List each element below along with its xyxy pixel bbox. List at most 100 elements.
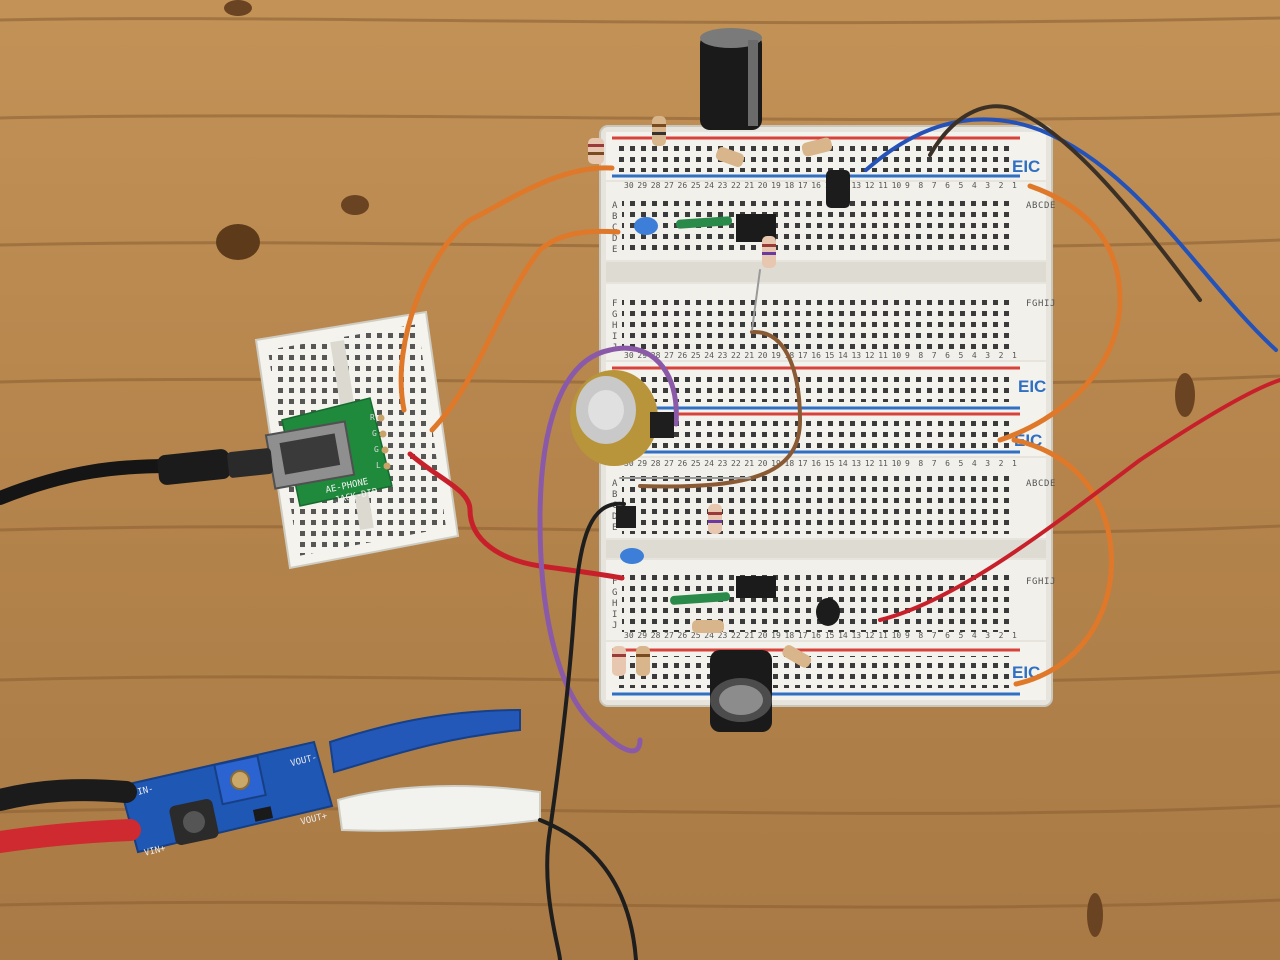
- column-number: 8: [918, 181, 923, 190]
- column-number: 11: [878, 351, 888, 360]
- column-number: 20: [758, 459, 768, 468]
- column-number: 22: [731, 181, 741, 190]
- column-number: 15: [825, 459, 835, 468]
- column-number: 21: [744, 181, 754, 190]
- column-number: 14: [838, 351, 848, 360]
- column-number: 19: [771, 351, 781, 360]
- column-number: 16: [811, 459, 821, 468]
- column-number: 14: [838, 631, 848, 640]
- column-number: 27: [664, 631, 674, 640]
- column-number: 13: [851, 351, 861, 360]
- column-number: 28: [651, 459, 661, 468]
- column-number: 23: [718, 351, 728, 360]
- column-number: 19: [771, 181, 781, 190]
- column-number: 23: [718, 181, 728, 190]
- small-electrolytic-capacitor: [816, 598, 840, 626]
- brown-wire: [638, 329, 803, 489]
- component-lead: [751, 269, 761, 331]
- column-number: 10: [892, 181, 902, 190]
- column-number: 1: [1012, 181, 1017, 190]
- row-letter: G: [612, 588, 617, 598]
- row-letter: D: [1044, 479, 1049, 489]
- row-letter: B: [1032, 201, 1037, 211]
- column-number: 8: [918, 631, 923, 640]
- purple-wire: [537, 345, 679, 754]
- alligator-clips: [0, 708, 541, 853]
- resistor: [708, 504, 722, 534]
- column-number: 19: [771, 459, 781, 468]
- row-letter: H: [612, 599, 617, 609]
- column-number: 15: [825, 631, 835, 640]
- column-number: 18: [785, 181, 795, 190]
- audio-cable: [0, 448, 273, 505]
- red-wire: [878, 378, 1280, 622]
- row-letter: J: [612, 621, 617, 631]
- dark-wire: [928, 104, 1202, 302]
- column-number: 25: [691, 351, 701, 360]
- electrolytic-capacitor: [700, 28, 762, 130]
- resistor: [762, 236, 776, 268]
- power-rail-bottom: [606, 642, 1046, 700]
- resistor: [801, 137, 833, 157]
- column-number: 10: [892, 459, 902, 468]
- column-number: 20: [758, 181, 768, 190]
- row-letter: J: [1050, 577, 1055, 587]
- row-letter: H: [612, 321, 617, 331]
- row-letter: F: [1026, 299, 1031, 309]
- row-letter: B: [612, 490, 617, 500]
- column-number: 7: [932, 631, 937, 640]
- column-number: 28: [651, 351, 661, 360]
- column-number: 30: [624, 351, 634, 360]
- column-number: 8: [918, 351, 923, 360]
- column-number: 27: [664, 351, 674, 360]
- column-number: 9: [905, 631, 910, 640]
- wood-knot: [224, 0, 252, 16]
- column-number: 12: [865, 351, 875, 360]
- column-number: 6: [945, 181, 950, 190]
- column-number: 21: [744, 631, 754, 640]
- row-letter: G: [1032, 299, 1037, 309]
- column-number: 1: [1012, 631, 1017, 640]
- row-letter: E: [1050, 479, 1055, 489]
- column-number: 21: [744, 459, 754, 468]
- wood-knot: [341, 195, 369, 215]
- column-number: 9: [905, 181, 910, 190]
- column-number: 23: [718, 631, 728, 640]
- column-number: 4: [972, 459, 977, 468]
- column-number: 7: [932, 459, 937, 468]
- row-letter: I: [612, 610, 617, 620]
- brand-label-top: EIC: [1012, 157, 1040, 176]
- column-number: 4: [972, 631, 977, 640]
- column-number: 16: [811, 631, 821, 640]
- column-number: 25: [691, 631, 701, 640]
- column-number: 17: [798, 351, 808, 360]
- column-number: 28: [651, 631, 661, 640]
- column-number: 29: [637, 459, 647, 468]
- resistor: [652, 116, 666, 146]
- row-letter: B: [1032, 479, 1037, 489]
- column-number: 22: [731, 459, 741, 468]
- row-letter: F: [612, 577, 617, 587]
- orange-wire: [429, 228, 621, 433]
- row-letter: E: [612, 523, 617, 533]
- wood-knot: [216, 224, 260, 260]
- column-number: 26: [678, 631, 688, 640]
- column-number: 3: [985, 351, 990, 360]
- column-number: 24: [704, 459, 714, 468]
- large-electrolytic-capacitor: [570, 370, 674, 466]
- column-number: 12: [865, 181, 875, 190]
- column-number: 5: [958, 459, 963, 468]
- wood-knot: [1087, 893, 1103, 937]
- column-number: 7: [932, 181, 937, 190]
- column-number: 5: [958, 631, 963, 640]
- column-number: 22: [731, 351, 741, 360]
- row-letter: E: [1050, 201, 1055, 211]
- column-number: 14: [838, 459, 848, 468]
- column-number: 18: [785, 459, 795, 468]
- brand-label-middle: EIC: [1018, 377, 1046, 396]
- column-number: 13: [851, 459, 861, 468]
- column-number: 11: [878, 181, 888, 190]
- column-number: 26: [678, 181, 688, 190]
- column-number: 18: [785, 631, 795, 640]
- column-number: 17: [798, 181, 808, 190]
